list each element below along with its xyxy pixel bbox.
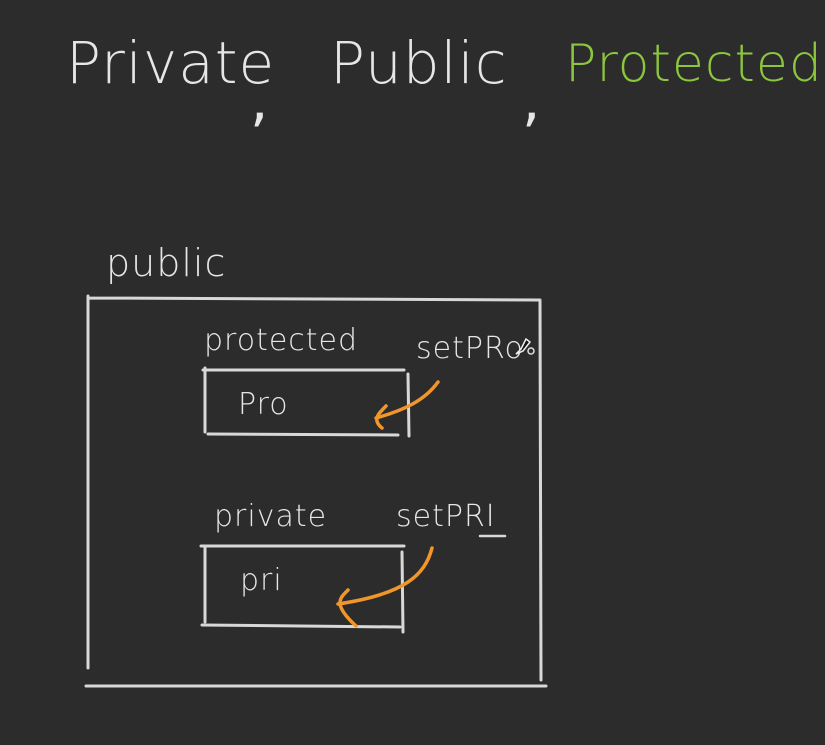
protected-box xyxy=(201,366,411,438)
protected-label: protected xyxy=(204,323,359,358)
heading-private: Private xyxy=(66,29,276,97)
arrow-setpro-head xyxy=(375,404,388,430)
protected-content: Pro xyxy=(238,387,289,422)
heading-public: Public xyxy=(330,29,508,97)
outer-public-label: public xyxy=(106,241,227,285)
pen-tool-icon xyxy=(515,337,535,355)
protected-setter: setPRo xyxy=(416,331,524,366)
heading-protected: Protected xyxy=(565,34,823,94)
private-label: private xyxy=(214,499,328,534)
heading-comma-1: , xyxy=(250,66,269,134)
private-setter: setPRI xyxy=(396,499,496,534)
arrow-setpri-to-pri xyxy=(336,546,434,606)
private-box xyxy=(199,544,406,634)
arrow-setpro-to-pro xyxy=(374,380,440,420)
arrow-setpri-head xyxy=(338,588,358,628)
public-box xyxy=(84,294,548,688)
heading-comma-2: , xyxy=(522,66,541,134)
private-content: pri xyxy=(240,563,283,598)
